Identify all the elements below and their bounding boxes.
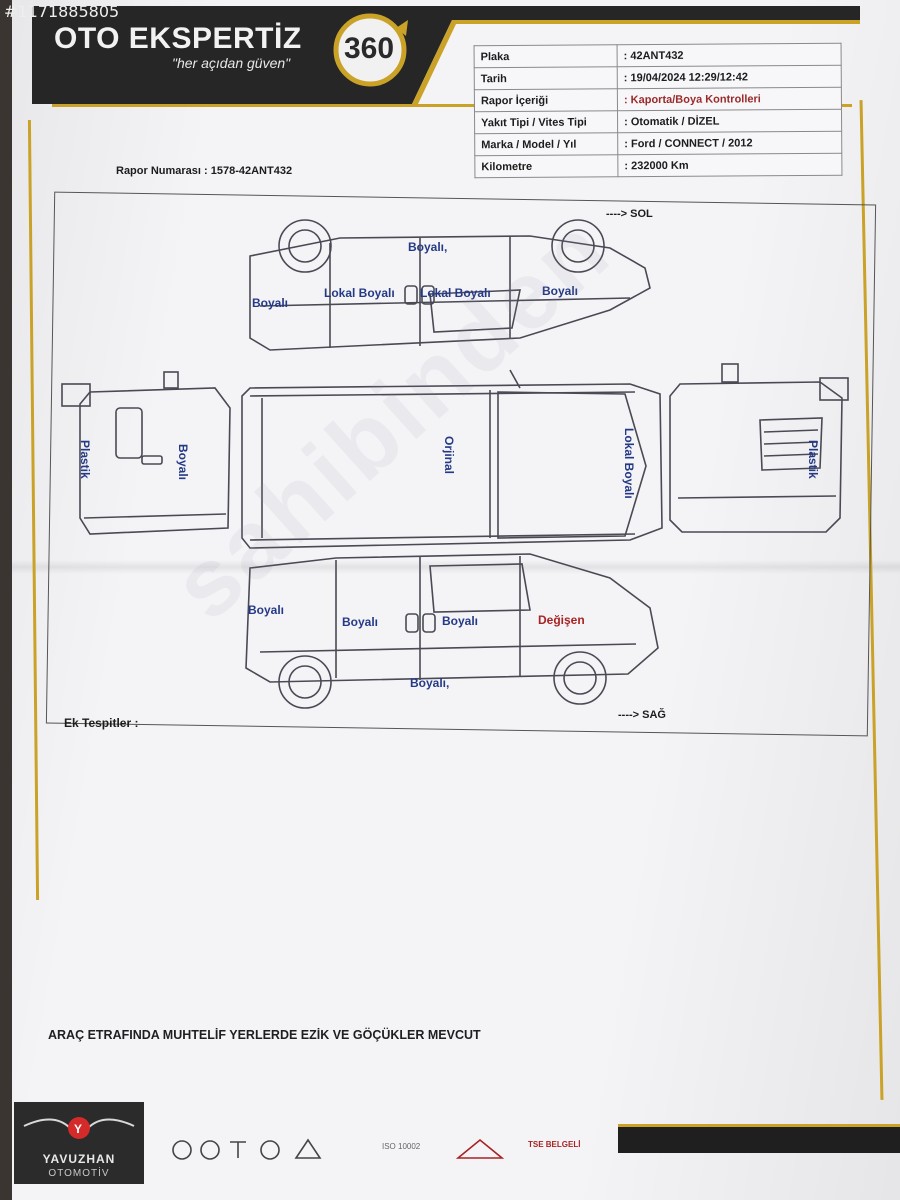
report-number: Rapor Numarası : 1578-42ANT432	[116, 165, 293, 177]
direction-right-label: ----> SAĞ	[618, 709, 666, 721]
wheel-icon	[200, 1140, 220, 1160]
van-left-side-view	[249, 219, 651, 351]
brand-360-badge: 360	[330, 10, 416, 90]
paper-shading	[12, 0, 900, 1200]
direction-left-label: ----> SOL	[606, 208, 653, 220]
label-hood: Lokal Boyalı	[622, 428, 636, 499]
brand-slogan: "her açıdan güven"	[172, 55, 291, 71]
vehicle-diagram	[61, 219, 849, 709]
label-top-front-fender: Boyalı	[542, 284, 579, 298]
header-gold-line	[52, 104, 852, 107]
header-band	[32, 6, 860, 104]
info-value: : Kaporta/Boya Kontrolleri	[617, 87, 842, 111]
label-bottom-rear-door: Boyalı	[342, 615, 379, 629]
label-bottom-front-door: Boyalı	[442, 614, 479, 628]
info-row: Rapor İçeriği: Kaporta/Boya Kontrolleri	[474, 87, 842, 112]
label-bottom-sill: Boyalı,	[410, 676, 450, 690]
footer-bar	[618, 1124, 900, 1153]
info-value: : 232000 Km	[617, 153, 842, 177]
info-row: Kilometre: 232000 Km	[474, 153, 842, 178]
tse-icon	[455, 1138, 505, 1159]
brand-360-text: 360	[344, 32, 395, 65]
circular-arrow-icon	[333, 13, 408, 87]
label-top-roof: Boyalı,	[408, 240, 448, 254]
gauge-icon	[172, 1140, 192, 1160]
brand-title: OTO EKSPERTİZ	[54, 22, 302, 55]
info-row: Plaka: 42ANT432	[474, 43, 842, 68]
van-rear-view	[61, 371, 231, 535]
info-label: Rapor İçeriği	[474, 88, 618, 112]
label-bottom-front-fender: Değişen	[538, 613, 585, 627]
info-label: Yakıt Tipi / Vites Tipi	[474, 110, 618, 134]
iso-cert-label: ISO 10002	[382, 1142, 421, 1151]
info-label: Plaka	[474, 44, 618, 68]
van-front-view	[669, 363, 849, 533]
label-front-bumper: Plastik	[806, 440, 820, 479]
van-top-view	[241, 369, 663, 549]
svg-text:Y: Y	[74, 1122, 82, 1136]
info-label: Marka / Model / Yıl	[474, 132, 618, 156]
dealer-wing-icon: Y	[23, 1117, 135, 1139]
dealer-name: YAVUZHAN	[42, 1152, 116, 1166]
vehicle-info-table: Plaka: 42ANT432 Tarih: 19/04/2024 12:29/…	[474, 43, 843, 179]
info-value: : Otomatik / DİZEL	[617, 109, 842, 133]
listing-id: #1171885805	[4, 2, 120, 21]
paper-fold	[12, 560, 900, 574]
inspection-notes: ARAÇ ETRAFINDA MUHTELİF YERLERDE EZİK VE…	[48, 1028, 481, 1042]
info-value: : 42ANT432	[617, 43, 842, 67]
tse-hyb-icon	[294, 1138, 322, 1159]
info-row: Marka / Model / Yıl: Ford / CONNECT / 20…	[474, 131, 842, 156]
info-row: Yakıt Tipi / Vites Tipi: Otomatik / DİZE…	[474, 109, 842, 134]
dealer-logo: Y YAVUZHAN OTOMOTİV	[14, 1102, 144, 1184]
label-rear-bumper: Plastik	[78, 440, 92, 479]
tool-icon	[230, 1141, 246, 1158]
info-row: Tarih: 19/04/2024 12:29/12:42	[474, 65, 842, 90]
van-right-side-view	[245, 553, 659, 709]
label-top-rear-door: Lokal Boyalı	[324, 286, 395, 300]
additional-findings-label: Ek Tespitler :	[64, 716, 139, 730]
label-bottom-rear-quarter: Boyalı	[248, 603, 285, 617]
info-label: Kilometre	[474, 154, 618, 178]
info-label: Tarih	[474, 66, 618, 90]
report-paper: OTO EKSPERTİZ "her açıdan güven" 360 Pla…	[12, 0, 900, 1200]
info-value: : Ford / CONNECT / 2012	[617, 131, 842, 155]
dealer-subtitle: OTOMOTİV	[48, 1168, 110, 1179]
tse-cert-label: TSE BELGELİ	[528, 1140, 581, 1149]
certification-logos	[172, 1138, 505, 1160]
label-top-front-door: Lokal Boyalı	[420, 286, 491, 300]
tire-icon	[260, 1140, 280, 1160]
info-value: : 19/04/2024 12:29/12:42	[617, 65, 842, 89]
label-top-rear-quarter: Boyalı	[252, 296, 289, 310]
label-rear-hatch: Boyalı	[176, 444, 190, 481]
